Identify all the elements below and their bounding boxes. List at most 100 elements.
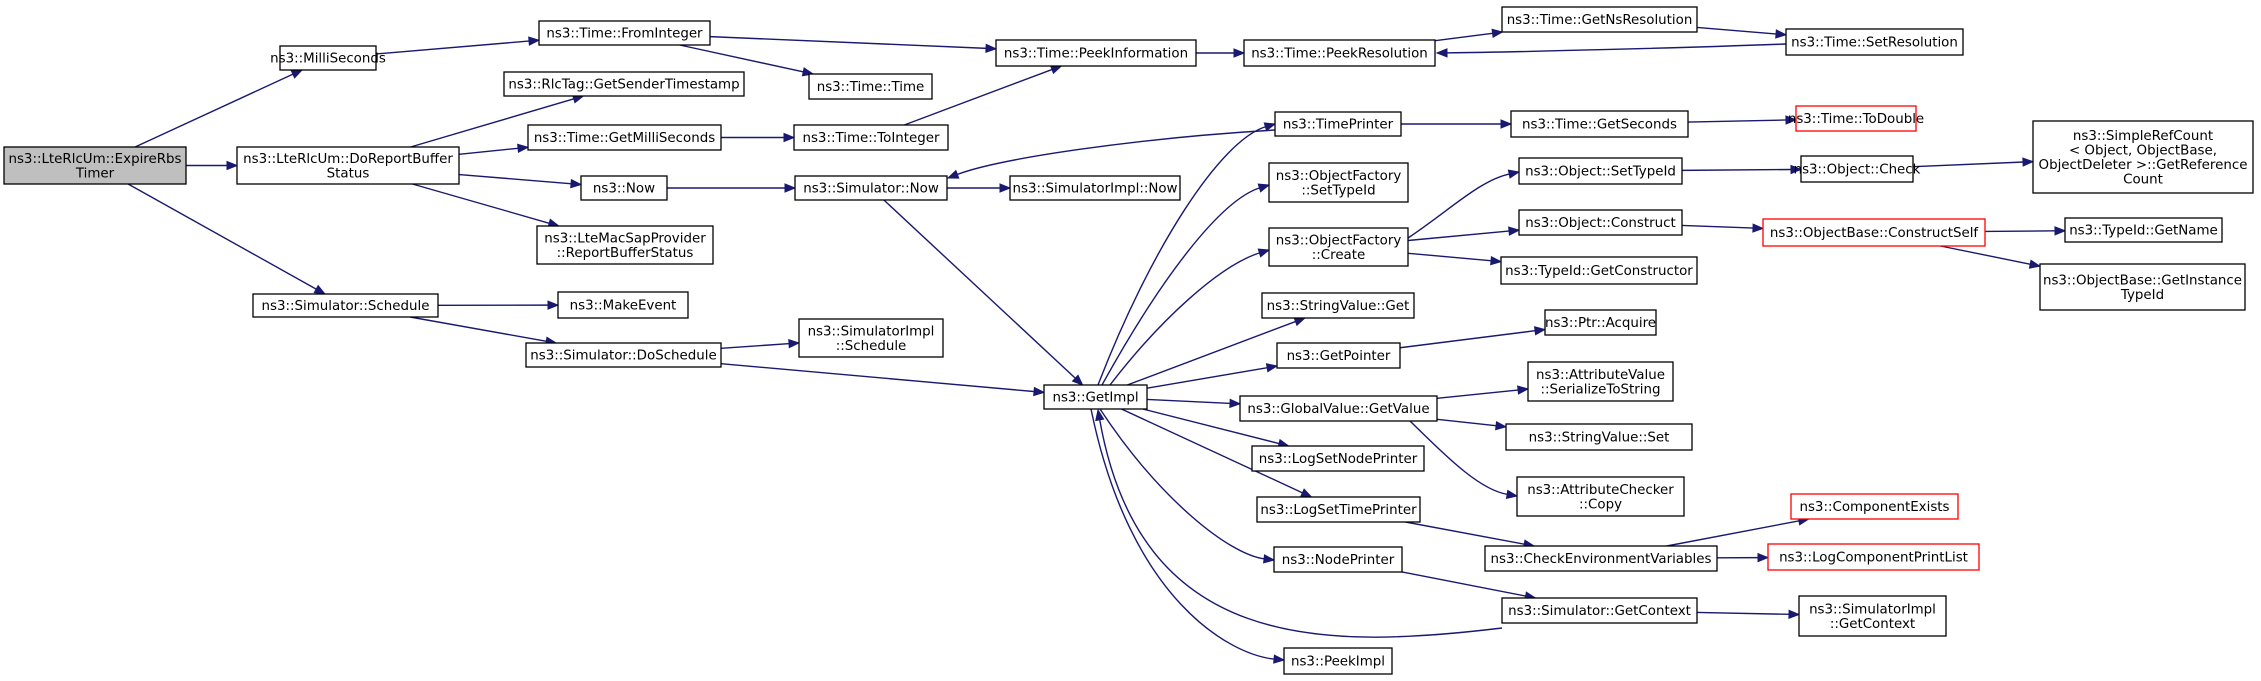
node-label: ns3::Simulator::GetContext bbox=[1508, 604, 1691, 619]
node-getns[interactable]: ns3::Time::GetNsResolution bbox=[1501, 6, 1698, 33]
edge-arrowhead bbox=[1790, 164, 1803, 175]
node-todouble[interactable]: ns3::Time::ToDouble bbox=[1788, 105, 1924, 132]
node-label: ns3::ObjectFactory bbox=[1276, 169, 1402, 184]
node-getsec[interactable]: ns3::Time::GetSeconds bbox=[1510, 110, 1689, 138]
node-timetime[interactable]: ns3::Time::Time bbox=[808, 73, 933, 100]
node-label: ns3::Simulator::DoSchedule bbox=[530, 349, 716, 364]
edge-setres-to-peekres bbox=[1435, 43, 1787, 58]
node-box bbox=[1009, 175, 1181, 201]
node-typeidname[interactable]: ns3::TypeId::GetName bbox=[2064, 217, 2223, 243]
node-simimplnow[interactable]: ns3::SimulatorImpl::Now bbox=[1009, 175, 1181, 201]
node-logtime[interactable]: ns3::LogSetTimePrinter bbox=[1256, 496, 1421, 523]
node-nodeprinter[interactable]: ns3::NodePrinter bbox=[1273, 546, 1403, 573]
node-strvalset[interactable]: ns3::StringValue::Set bbox=[1505, 423, 1693, 451]
node-ofsettype[interactable]: ns3::ObjectFactory::SetTypeId bbox=[1268, 162, 1409, 203]
node-box bbox=[1501, 597, 1698, 624]
node-getctor[interactable]: ns3::TypeId::GetConstructor bbox=[1500, 256, 1698, 285]
node-box bbox=[557, 291, 689, 319]
node-box bbox=[793, 124, 949, 151]
edge-arrowhead bbox=[547, 300, 560, 310]
node-macsap[interactable]: ns3::LteMacSapProvider::ReportBufferStat… bbox=[536, 225, 714, 265]
node-rlctag[interactable]: ns3::RlcTag::GetSenderTimestamp bbox=[503, 71, 745, 97]
edge-root-to-doreport bbox=[186, 160, 239, 171]
node-box bbox=[503, 71, 745, 97]
edge-line bbox=[720, 342, 791, 350]
node-simimplctx[interactable]: ns3::SimulatorImpl::GetContext bbox=[1798, 595, 1947, 637]
node-getptr[interactable]: ns3::GetPointer bbox=[1276, 342, 1401, 369]
node-label: ObjectDeleter >::GetReference bbox=[2039, 158, 2248, 173]
node-box bbox=[236, 146, 460, 185]
node-dosched[interactable]: ns3::Simulator::DoSchedule bbox=[525, 342, 722, 368]
node-simgetctx[interactable]: ns3::Simulator::GetContext bbox=[1501, 597, 1698, 624]
edge-arrowhead bbox=[1788, 609, 1801, 620]
node-peekres[interactable]: ns3::Time::PeekResolution bbox=[1243, 39, 1436, 67]
node-objsettype[interactable]: ns3::Object::SetTypeId bbox=[1518, 157, 1683, 185]
edge-line bbox=[1681, 224, 1755, 229]
node-setres[interactable]: ns3::Time::SetResolution bbox=[1785, 28, 1964, 56]
edge-line bbox=[1409, 420, 1509, 496]
edge-gvget-to-strvalset bbox=[1436, 418, 1508, 431]
node-box bbox=[279, 45, 377, 71]
node-box bbox=[1501, 6, 1698, 33]
node-label: ::Schedule bbox=[836, 339, 907, 354]
edge-arrowhead bbox=[2054, 226, 2067, 236]
node-box bbox=[1527, 361, 1674, 402]
node-box bbox=[995, 39, 1197, 67]
node-objconstruct[interactable]: ns3::Object::Construct bbox=[1518, 209, 1683, 236]
node-logcomplist[interactable]: ns3::LogComponentPrintList bbox=[1767, 543, 1980, 571]
edge-dosched-to-simimplsched bbox=[720, 338, 801, 350]
node-compexists[interactable]: ns3::ComponentExists bbox=[1790, 493, 1959, 520]
edge-line bbox=[1127, 320, 1297, 386]
node-label: ns3::SimulatorImpl bbox=[1809, 602, 1936, 617]
node-box bbox=[1518, 209, 1683, 236]
node-objcheck[interactable]: ns3::Object::Check bbox=[1794, 155, 1921, 183]
node-simnow[interactable]: ns3::Simulator::Now bbox=[794, 175, 948, 201]
node-timeprinter[interactable]: ns3::TimePrinter bbox=[1274, 111, 1402, 137]
node-label: ns3::LteMacSapProvider bbox=[544, 231, 706, 246]
node-gvget[interactable]: ns3::GlobalValue::GetValue bbox=[1239, 395, 1438, 422]
edge-arrowhead bbox=[985, 43, 998, 54]
node-ofcreate[interactable]: ns3::ObjectFactory::Create bbox=[1268, 227, 1409, 267]
node-makeevent[interactable]: ns3::MakeEvent bbox=[557, 291, 689, 319]
edge-line bbox=[1436, 418, 1498, 427]
node-avser[interactable]: ns3::AttributeValue::SerializeToString bbox=[1527, 361, 1674, 402]
node-accopy[interactable]: ns3::AttributeChecker::Copy bbox=[1516, 476, 1685, 517]
node-label: ns3::GetImpl bbox=[1052, 391, 1138, 406]
node-toint[interactable]: ns3::Time::ToInteger bbox=[793, 124, 949, 151]
node-box bbox=[798, 318, 944, 358]
edge-ms-to-fromint bbox=[375, 36, 541, 55]
node-lognode[interactable]: ns3::LogSetNodePrinter bbox=[1251, 445, 1425, 472]
edge-arrowhead bbox=[226, 160, 239, 171]
node-box bbox=[1500, 256, 1698, 285]
edge-line bbox=[1121, 408, 1304, 494]
node-box bbox=[1268, 227, 1409, 267]
node-simimplsched[interactable]: ns3::SimulatorImpl::Schedule bbox=[798, 318, 944, 358]
edge-getimpl-to-getptr bbox=[1146, 363, 1279, 389]
node-peekinfo[interactable]: ns3::Time::PeekInformation bbox=[995, 39, 1197, 67]
node-constructself[interactable]: ns3::ObjectBase::ConstructSelf bbox=[1762, 218, 1986, 247]
edge-arrowhead bbox=[517, 143, 530, 154]
node-now[interactable]: ns3::Now bbox=[580, 175, 668, 201]
node-label: ns3::MilliSeconds bbox=[270, 52, 386, 67]
node-peekimpl[interactable]: ns3::PeekImpl bbox=[1283, 647, 1393, 675]
node-checkenv[interactable]: ns3::CheckEnvironmentVariables bbox=[1484, 545, 1718, 572]
edge-arrowhead bbox=[1299, 488, 1313, 498]
node-ptracq[interactable]: ns3::Ptr::Acquire bbox=[1544, 309, 1657, 336]
edge-timeprinter-to-getsec bbox=[1401, 119, 1513, 129]
node-getimpl[interactable]: ns3::GetImpl bbox=[1043, 384, 1148, 410]
edge-arrowhead bbox=[570, 178, 583, 189]
node-schedule[interactable]: ns3::Simulator::Schedule bbox=[252, 293, 439, 318]
node-label: ::ReportBufferStatus bbox=[557, 246, 694, 261]
node-label: ns3::Time::GetSeconds bbox=[1522, 118, 1677, 133]
node-refcount[interactable]: ns3::SimpleRefCount< Object, ObjectBase,… bbox=[2032, 120, 2254, 194]
node-fromint[interactable]: ns3::Time::FromInteger bbox=[538, 20, 711, 46]
node-ms[interactable]: ns3::MilliSeconds bbox=[270, 45, 386, 71]
edge-line bbox=[1696, 611, 1791, 616]
node-getms[interactable]: ns3::Time::GetMilliSeconds bbox=[527, 124, 722, 151]
node-strvalget[interactable]: ns3::StringValue::Get bbox=[1261, 292, 1415, 319]
edge-nodeprinter-to-simgetctx bbox=[1401, 571, 1537, 601]
edge-arrowhead bbox=[999, 183, 1012, 193]
